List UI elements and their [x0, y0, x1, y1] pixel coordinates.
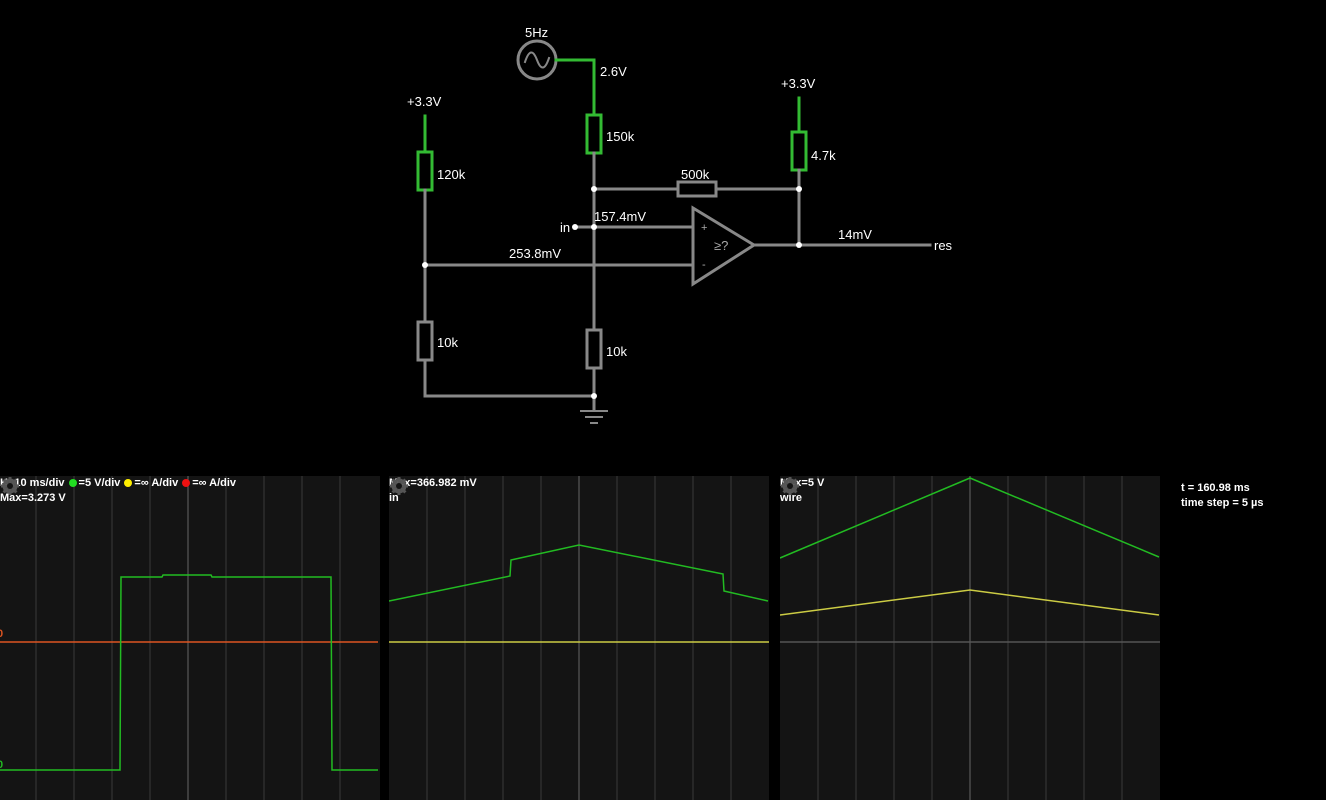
resistor-4-7k[interactable]: [790, 130, 808, 172]
sim-time-step: time step = 5 µs: [1181, 497, 1264, 509]
gear-icon[interactable]: [0, 476, 20, 496]
ground-icon: [580, 410, 608, 424]
scope-1-trace-green: [0, 574, 378, 771]
scope-3-trace-yellow: [780, 589, 1160, 616]
scope-2-trace-green: [389, 544, 769, 602]
scope-3[interactable]: Max=5 V wire: [780, 476, 1160, 800]
junctions: [422, 186, 802, 399]
neg-voltage: 253.8mV: [509, 246, 561, 261]
scope-1-plot: [0, 476, 378, 800]
resistor-10k-left[interactable]: [416, 320, 434, 362]
source-label: 5Hz: [525, 25, 548, 40]
gear-icon[interactable]: [389, 476, 409, 496]
scope-3-trace-green: [780, 477, 1160, 559]
vcc-left-label: +3.3V: [407, 94, 442, 109]
r-10k-left-label: 10k: [437, 335, 458, 350]
comparator-symbol: ≥?: [714, 238, 728, 253]
scope-1-zero-bottom: 0: [0, 759, 4, 771]
scope-1-zero-top: 0: [0, 628, 4, 640]
plus-sign: +: [701, 222, 707, 234]
in-voltage: 157.4mV: [594, 209, 646, 224]
minus-sign: -: [702, 259, 706, 271]
comparator[interactable]: [691, 205, 757, 287]
r-500k-label: 500k: [681, 167, 710, 182]
in-label: in: [560, 220, 570, 235]
scope-1-grid: [35, 476, 341, 800]
scope-3-plot: [780, 476, 1160, 800]
simulation-info: t = 160.98 ms time step = 5 µs: [1181, 481, 1263, 511]
scope-1[interactable]: H=10 ms/div=5 V/div=∞ A/div=∞ A/div Max=…: [0, 476, 380, 800]
source-voltage: 2.6V: [600, 64, 627, 79]
resistor-10k-mid[interactable]: [585, 328, 603, 370]
scope-2-header: Max=366.982 mV in: [389, 477, 477, 504]
scope-1-header: H=10 ms/div=5 V/div=∞ A/div=∞ A/div Max=…: [0, 477, 237, 504]
resistor-120k[interactable]: [416, 150, 434, 192]
scope-2-plot: [389, 476, 769, 800]
wire-source[interactable]: [554, 58, 596, 117]
gear-icon[interactable]: [780, 476, 800, 496]
out-label: res: [934, 238, 953, 253]
r-120k-label: 120k: [437, 167, 466, 182]
out-voltage: 14mV: [838, 227, 872, 242]
circuit-canvas[interactable]: 5Hz 2.6V +3.3V +3.3V 150k 120k 500k 4.7k…: [0, 0, 1326, 476]
r-4-7k-label: 4.7k: [811, 148, 836, 163]
sim-time: t = 160.98 ms: [1181, 482, 1250, 494]
r-150k-label: 150k: [606, 129, 635, 144]
r-10k-mid-label: 10k: [606, 344, 627, 359]
resistor-150k[interactable]: [585, 113, 603, 155]
scope-2[interactable]: Max=366.982 mV in: [389, 476, 769, 800]
resistor-500k[interactable]: [676, 180, 718, 198]
vcc-right-label: +3.3V: [781, 76, 816, 91]
